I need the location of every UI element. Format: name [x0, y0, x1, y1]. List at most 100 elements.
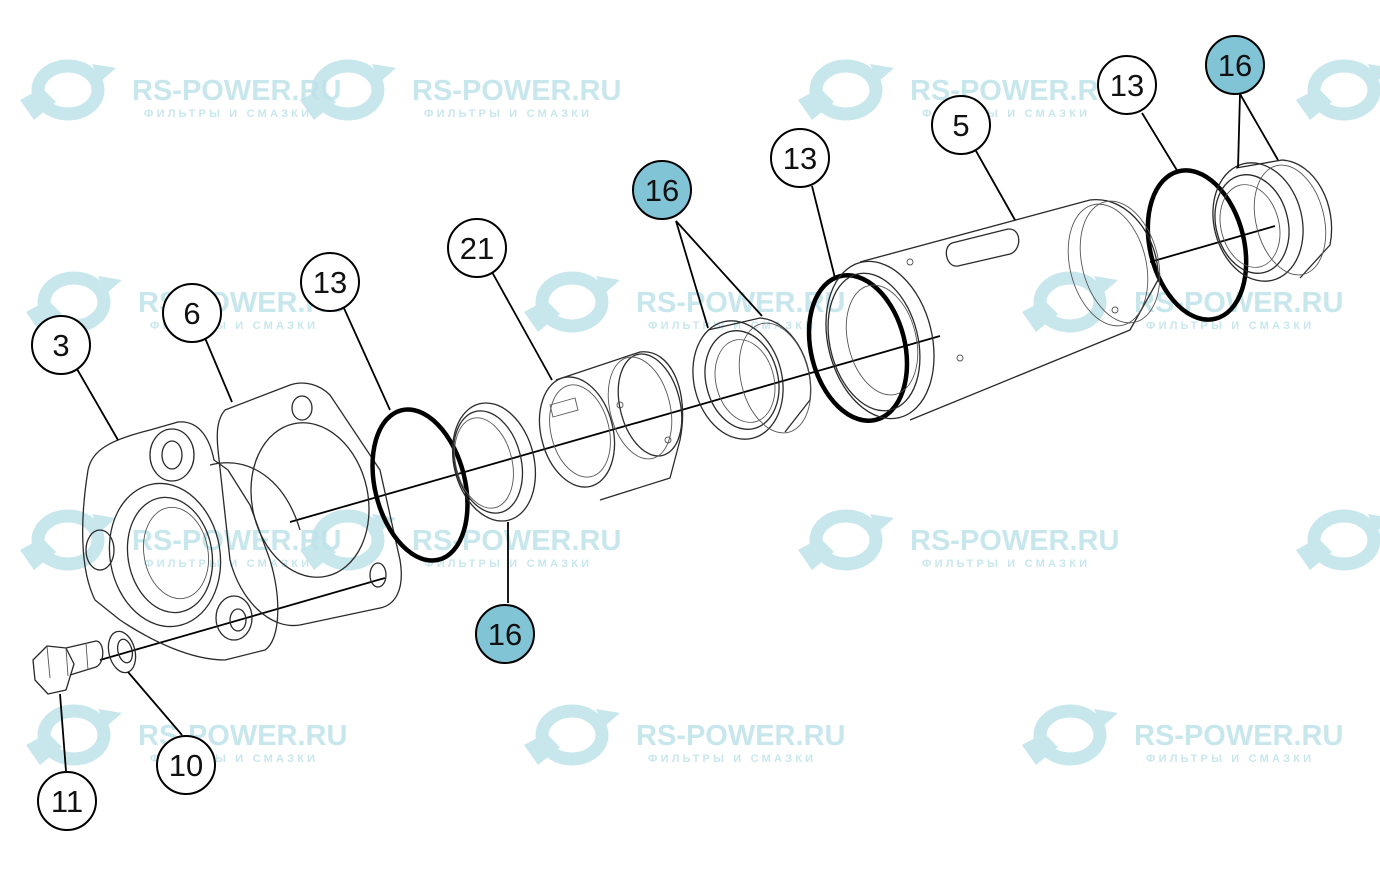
watermark-logo-flag-icon	[1368, 64, 1380, 82]
watermark-subtitle: ФИЛЬТРЫ И СМАЗКИ	[648, 320, 816, 332]
watermark-logo-flag-icon	[1094, 709, 1118, 727]
watermark-logo-icon	[1033, 704, 1107, 766]
watermark-title: RS-POWER.RU	[412, 75, 621, 107]
watermark-logo-tail-icon	[26, 300, 62, 332]
watermark-logo-icon	[311, 59, 385, 121]
callout-circle	[162, 283, 222, 343]
callout-3: 3	[31, 315, 91, 375]
watermark-logo-flag-icon	[372, 64, 396, 82]
watermark-logo-flag-icon	[596, 276, 620, 294]
callout-label: 11	[51, 784, 83, 819]
watermark-logo-tail-icon	[300, 538, 336, 570]
callout-21: 21	[447, 218, 507, 278]
watermark-subtitle: ФИЛЬТРЫ И СМАЗКИ	[648, 753, 816, 765]
watermark-logo-flag-icon	[1094, 276, 1118, 294]
callout-label: 16	[488, 617, 522, 652]
callout-label: 16	[1218, 48, 1252, 83]
callout-label: 21	[460, 231, 494, 266]
watermark-logo-icon	[1307, 509, 1380, 571]
watermark-logo-icon	[31, 509, 105, 571]
watermark-title: RS-POWER.RU	[1134, 720, 1343, 752]
watermark-logo-icon	[535, 704, 609, 766]
o-ring-left	[370, 407, 470, 563]
callout-circle	[1205, 35, 1265, 95]
watermark-logo-flag-icon	[596, 709, 620, 727]
part-seal-16-right	[1212, 159, 1333, 282]
callout-circle	[632, 160, 692, 220]
callout-label: 3	[52, 328, 69, 363]
watermark-subtitle: ФИЛЬТРЫ И СМАЗКИ	[424, 558, 592, 570]
watermark-logo-tail-icon	[1022, 733, 1058, 765]
callout-label: 13	[783, 141, 817, 176]
callout-13-c: 13	[1097, 55, 1157, 115]
callout-circle	[475, 604, 535, 664]
watermark-logo-tail-icon	[300, 88, 336, 120]
part-bushing-21	[538, 351, 684, 501]
watermark-logo-tail-icon	[798, 538, 834, 570]
watermark-logo-icon	[809, 509, 883, 571]
callout-10: 10	[156, 735, 216, 795]
watermark-logo-tail-icon	[26, 733, 62, 765]
watermark-title: RS-POWER.RU	[910, 525, 1119, 557]
watermark-logo-icon	[1307, 59, 1380, 121]
callout-label: 13	[313, 265, 347, 300]
watermark-title: RS-POWER.RU	[636, 720, 845, 752]
watermark-logo-tail-icon	[524, 733, 560, 765]
right-axis	[1149, 225, 1276, 263]
callout-circle	[770, 128, 830, 188]
watermark-logo-tail-icon	[1296, 538, 1332, 570]
callout-label: 5	[952, 108, 969, 143]
watermark-title: RS-POWER.RU	[910, 75, 1119, 107]
watermark-logo-tail-icon	[798, 88, 834, 120]
callout-13-a: 13	[300, 252, 360, 312]
watermark-subtitle: ФИЛЬТРЫ И СМАЗКИ	[1146, 320, 1314, 332]
watermark-logo-flag-icon	[870, 514, 894, 532]
bolt-axis	[99, 577, 386, 661]
part-gasket-6	[216, 382, 402, 627]
part-o-rings	[370, 168, 1249, 563]
callout-circle	[300, 252, 360, 312]
watermark-logo-flag-icon	[98, 276, 122, 294]
callout-13-b: 13	[770, 128, 830, 188]
watermark-logo-icon	[31, 59, 105, 121]
watermark-logo-icon	[1033, 271, 1107, 333]
part-seal-16-middle	[692, 317, 812, 440]
callout-5: 5	[931, 95, 991, 155]
watermark-subtitle: ФИЛЬТРЫ И СМАЗКИ	[922, 558, 1090, 570]
watermark-logo-tail-icon	[524, 300, 560, 332]
callout-16-bottom: 16	[475, 604, 535, 664]
watermark-logo-icon	[535, 271, 609, 333]
part-bolt	[32, 640, 104, 695]
watermark-subtitle: ФИЛЬТРЫ И СМАЗКИ	[1146, 753, 1314, 765]
watermark-logo-tail-icon	[1022, 300, 1058, 332]
watermark-logo-flag-icon	[92, 514, 116, 532]
callout-6: 6	[162, 283, 222, 343]
callout-circle	[1097, 55, 1157, 115]
part-seal-16-left	[451, 402, 537, 522]
callout-label: 6	[183, 296, 200, 331]
watermark-logo-icon	[37, 704, 111, 766]
callout-label: 10	[169, 748, 203, 783]
callout-label: 13	[1110, 68, 1144, 103]
callout-16-right: 16	[1205, 35, 1265, 95]
watermark-logo-tail-icon	[1296, 88, 1332, 120]
watermark-subtitle: ФИЛЬТРЫ И СМАЗКИ	[424, 108, 592, 120]
callout-circle	[156, 735, 216, 795]
part-flange-3	[82, 421, 301, 661]
callout-circle	[37, 771, 97, 831]
callout-circle	[931, 95, 991, 155]
callout-11: 11	[37, 771, 97, 831]
callout-16-top: 16	[632, 160, 692, 220]
leader-lines	[59, 93, 1279, 772]
watermark-logo-icon	[311, 509, 385, 571]
